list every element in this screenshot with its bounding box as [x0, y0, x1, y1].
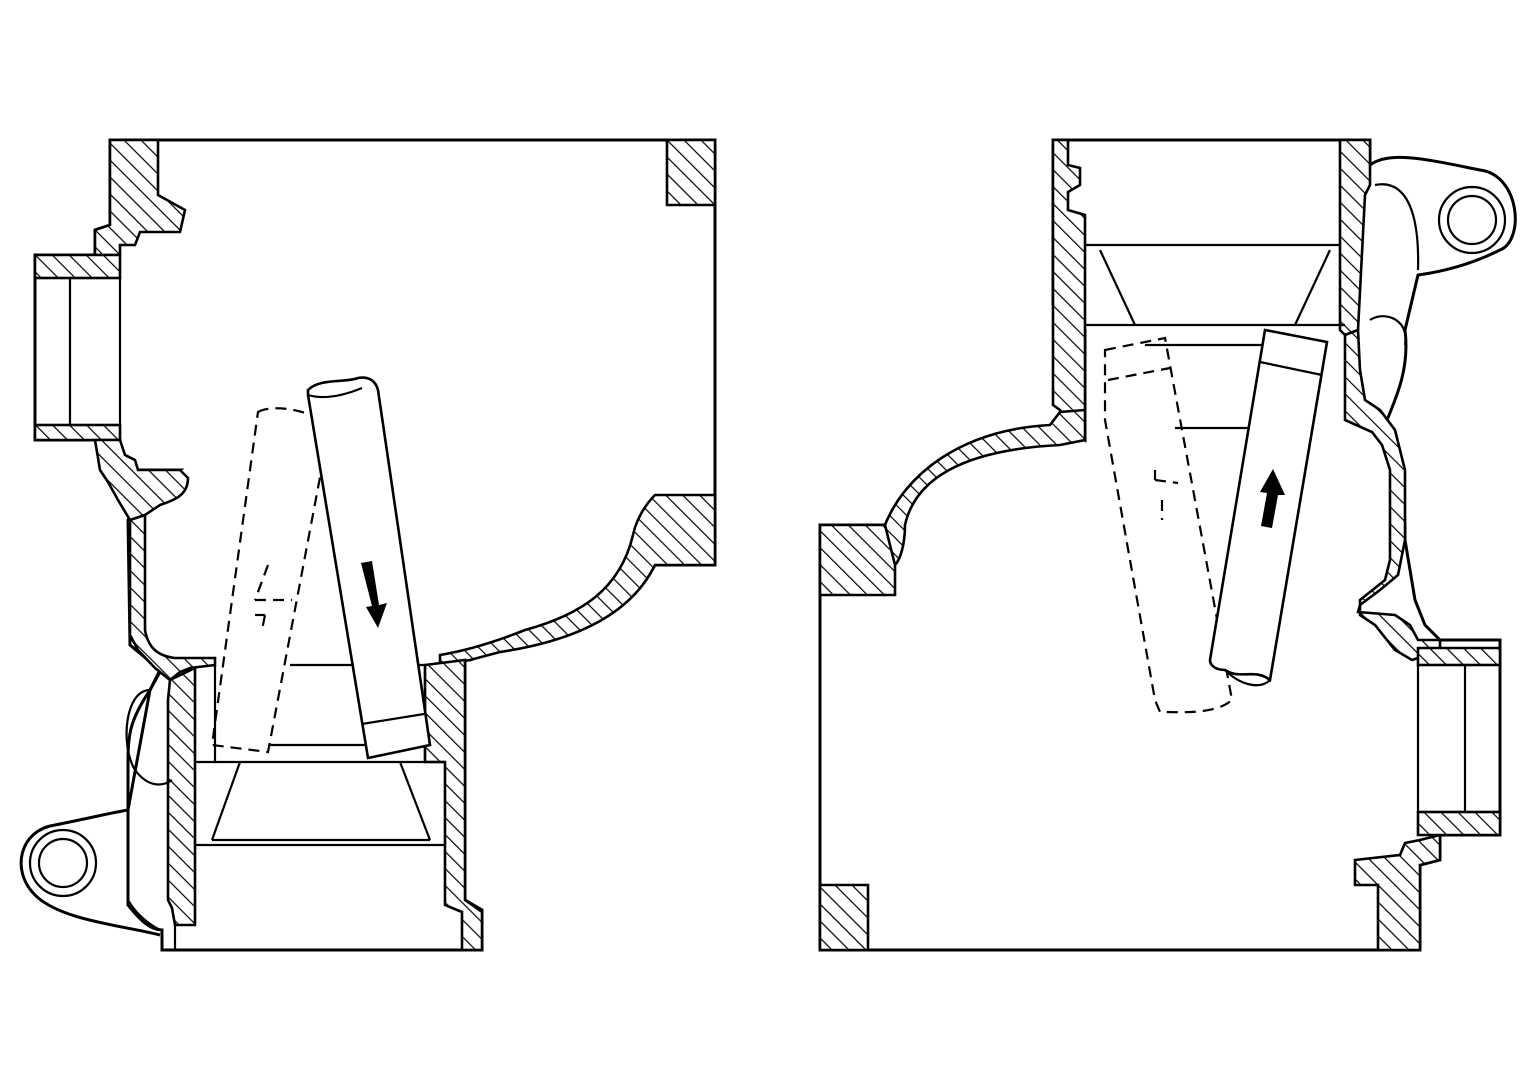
left-right-flange	[438, 493, 717, 667]
left-top-right-flange	[665, 138, 717, 207]
right-port-bottom-wall	[1416, 810, 1502, 837]
left-port-bore	[33, 276, 122, 427]
right-motion-arrow-up	[1260, 469, 1285, 528]
right-housing-outline	[818, 138, 1517, 952]
left-ear-hole	[28, 828, 98, 898]
right-bottom-right-wall	[1353, 833, 1442, 952]
left-mid-wall	[93, 438, 190, 522]
left-top-wall	[93, 138, 187, 257]
right-neck-wall	[883, 408, 1087, 567]
left-lifting-ear	[19, 671, 162, 937]
right-left-flange	[818, 523, 897, 597]
right-bottom-left-flange	[818, 883, 870, 952]
left-port-top-wall	[33, 253, 122, 280]
right-port-bore	[1416, 663, 1502, 814]
left-port-bottom-wall	[33, 423, 122, 442]
left-curved-wall	[128, 513, 217, 682]
right-lifting-ear	[1369, 183, 1420, 346]
left-seat-left-wall	[166, 665, 197, 927]
left-motion-arrow-down	[361, 561, 387, 628]
left-view	[19, 138, 717, 952]
right-stem-ghost	[1103, 336, 1234, 714]
right-view	[818, 138, 1517, 952]
right-port-top-wall	[1416, 646, 1502, 667]
left-stem-ghost	[210, 407, 330, 754]
right-top-left-wall	[1051, 138, 1087, 444]
right-ear-hole	[1437, 185, 1507, 255]
left-seat-right-wall	[423, 658, 484, 952]
right-top-right-wall	[1338, 138, 1372, 337]
right-column-wall	[1343, 328, 1442, 662]
